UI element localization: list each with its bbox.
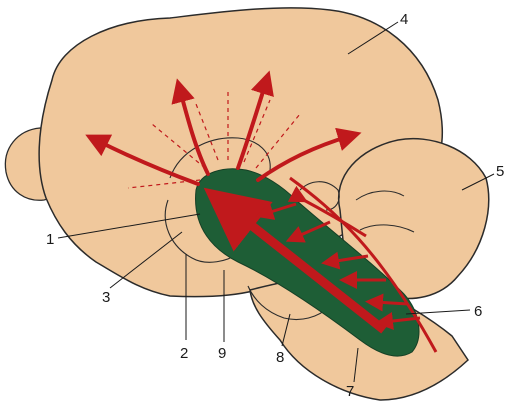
label-5: 5	[496, 163, 504, 180]
label-6: 6	[474, 303, 482, 320]
afferent-arrows	[255, 176, 438, 353]
label-7: 7	[346, 383, 354, 400]
pons-outline	[247, 285, 331, 321]
label-4: 4	[400, 11, 408, 28]
fold-outline	[299, 181, 340, 211]
label-2: 2	[180, 345, 188, 362]
dashed-projections	[127, 90, 301, 189]
cerebellum-fold	[355, 190, 415, 233]
leader-lines	[57, 21, 495, 383]
label-3: 3	[102, 289, 110, 306]
label-1: 1	[46, 231, 54, 248]
main-arrow	[203, 187, 387, 334]
ascending-arrows	[85, 70, 362, 186]
label-9: 9	[218, 345, 226, 362]
label-8: 8	[276, 349, 284, 366]
hypothalamus-outline	[164, 199, 241, 263]
